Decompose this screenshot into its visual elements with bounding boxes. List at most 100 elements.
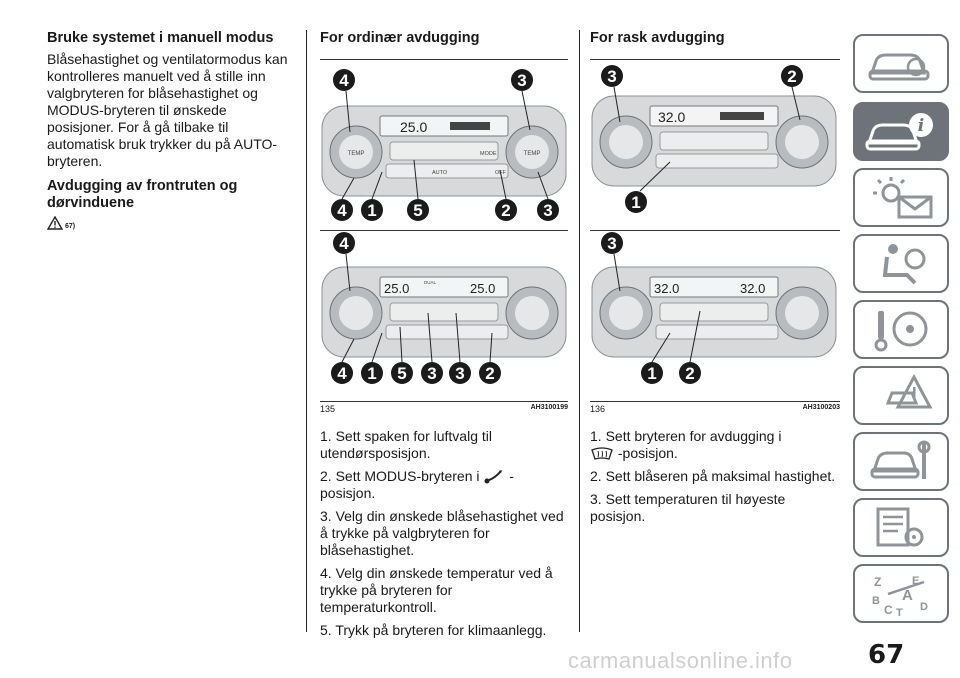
svg-text:1: 1 (631, 193, 640, 212)
climate-panel-figure-rapid-single: 32.0 3 2 1 (590, 60, 840, 230)
temp-label-left: TEMP (348, 151, 365, 157)
climate-panel-figure-dual: 25.0 25.0 DUAL 4 4 1 5 3 3 2 (320, 231, 568, 401)
svg-text:2: 2 (787, 67, 796, 86)
column-divider (579, 30, 580, 632)
step-2-suffix: -posisjon. (320, 468, 514, 502)
tab-emergency[interactable] (853, 366, 949, 425)
step-5: 5. Trykk på bryteren for klimaanlegg. (320, 622, 547, 639)
step-3: 3. Sett temperaturen til høyeste posisjo… (590, 491, 786, 524)
warning-reference: 67) (47, 216, 292, 230)
warning-light-message-icon (873, 176, 933, 218)
figure-caption: 136 AH3100203 (590, 402, 840, 418)
panel-temp-readout: 32.0 (658, 109, 685, 125)
panel-temp-right: 25.0 (470, 281, 495, 296)
temp-label-right: TEMP (524, 151, 541, 157)
panel-temp-readout: 25.0 (400, 119, 427, 135)
section-heading-defog: Avdugging av frontruten og dørvinduene (47, 178, 238, 211)
svg-text:2: 2 (485, 364, 494, 383)
tab-starting-driving[interactable] (853, 300, 949, 359)
svg-text:2: 2 (685, 364, 694, 383)
step-1-text: 1. Sett bryteren for avdugging i (590, 428, 782, 444)
climate-panel-single-zone-illustration: 25.0 TEMP TEMP MODE AUTO OFF 4 3 4 1 5 2… (321, 69, 567, 221)
step-2-text: 2. Sett MODUS-bryteren i (320, 468, 480, 484)
svg-text:4: 4 (337, 201, 347, 220)
figure-mid-rule (590, 230, 840, 231)
callout-markers: 3 1 2 (601, 232, 701, 384)
roadside-warning-icon (885, 373, 933, 408)
tab-safety[interactable] (853, 234, 949, 293)
figure-bottom-rule (590, 401, 840, 402)
mode-label: MODE (480, 151, 497, 157)
windshield-defrost-icon (591, 447, 613, 461)
step-1: 1. Sett spaken for luftvalg til utendørs… (320, 428, 492, 461)
column-divider (306, 30, 307, 632)
panel-temp-right: 32.0 (740, 281, 765, 296)
figure-number: 136 (590, 404, 606, 414)
car-maintenance-icon (870, 440, 931, 479)
auto-label: AUTO (432, 170, 448, 176)
dual-label: DUAL (424, 280, 437, 285)
svg-text:3: 3 (607, 67, 616, 86)
watermark: carmanualsonline.info (568, 648, 793, 673)
airbag-seat-icon (882, 243, 926, 284)
figure-code: AH3100203 (802, 404, 840, 411)
step-1-suffix: -posisjon. (617, 445, 678, 461)
svg-text:C: C (884, 603, 893, 617)
rapid-defog-steps: 1. Sett bryteren for avdugging i -posisj… (590, 428, 840, 525)
figure-bottom-rule (320, 401, 568, 402)
svg-text:Z: Z (874, 575, 881, 589)
svg-text:5: 5 (397, 364, 406, 383)
text-column-1: Bruke systemet i manuell modus Blåsehast… (47, 30, 292, 230)
windshield-feet-mode-icon (484, 470, 503, 484)
figure-top-rule (320, 59, 568, 60)
figure-caption: 135 AH3100199 (320, 402, 568, 418)
warning-reference-number: 67) (65, 223, 76, 230)
text-column-3: For rask avdugging 32.0 3 2 1 (590, 30, 840, 531)
tab-maintenance[interactable] (853, 432, 949, 491)
svg-text:3: 3 (543, 201, 552, 220)
tab-specifications[interactable] (853, 498, 949, 557)
figure-code: AH3100199 (530, 404, 568, 411)
svg-text:i: i (918, 116, 924, 136)
svg-text:2: 2 (501, 201, 510, 220)
svg-text:1: 1 (647, 364, 656, 383)
tab-warning-lights[interactable] (853, 168, 949, 227)
svg-text:4: 4 (339, 234, 349, 253)
tab-car-info[interactable]: i (853, 102, 949, 161)
car-info-icon: i (865, 112, 933, 150)
svg-text:D: D (920, 601, 928, 613)
tab-dashboard[interactable] (853, 34, 949, 93)
section-heading-rapid: For rask avdugging (590, 30, 725, 46)
step-4: 4. Velg din ønskede temperatur ved å try… (320, 565, 553, 616)
svg-text:T: T (896, 607, 903, 618)
figure-top-rule (590, 59, 840, 60)
steering-key-icon (874, 310, 928, 351)
svg-text:4: 4 (339, 71, 349, 90)
svg-text:3: 3 (427, 364, 436, 383)
callout-markers: 4 4 1 5 3 3 2 (331, 232, 501, 384)
ordinary-defog-steps: 1. Sett spaken for luftvalg til utendørs… (320, 428, 568, 639)
car-dashboard-icon (868, 53, 930, 80)
step-2: 2. Sett blåseren på maksimal hastighet. (590, 468, 836, 484)
figure-mid-rule (320, 230, 568, 231)
step-1: 1. Sett bryteren for avdugging i -posisj… (590, 428, 840, 462)
step-3: 3. Velg din ønskede blåsehastighet ved å… (320, 508, 564, 559)
section-heading-manual: Bruke systemet i manuell modus (47, 30, 274, 46)
svg-text:B: B (872, 595, 880, 607)
svg-text:3: 3 (517, 71, 526, 90)
callout-markers: 4 3 4 1 5 2 3 (331, 69, 559, 221)
figure-number: 135 (320, 404, 336, 414)
climate-panel-dual-zone-illustration: 25.0 25.0 DUAL 4 4 1 5 3 3 2 (321, 232, 567, 384)
manual-mode-paragraph: Blåsehastighet og ventilatormodus kan ko… (47, 51, 288, 169)
svg-text:5: 5 (413, 201, 422, 220)
svg-text:3: 3 (455, 364, 464, 383)
warning-triangle-icon (47, 216, 63, 230)
svg-text:1: 1 (367, 364, 376, 383)
panel-temp-left: 32.0 (654, 281, 679, 296)
step-2: 2. Sett MODUS-bryteren i -posisjon. (320, 468, 568, 502)
climate-panel-rapid-dual-illustration: 32.0 32.0 3 1 2 (591, 232, 837, 384)
section-heading-ordinary: For ordinær avdugging (320, 30, 480, 46)
climate-panel-rapid-single-illustration: 32.0 3 2 1 (591, 65, 837, 213)
